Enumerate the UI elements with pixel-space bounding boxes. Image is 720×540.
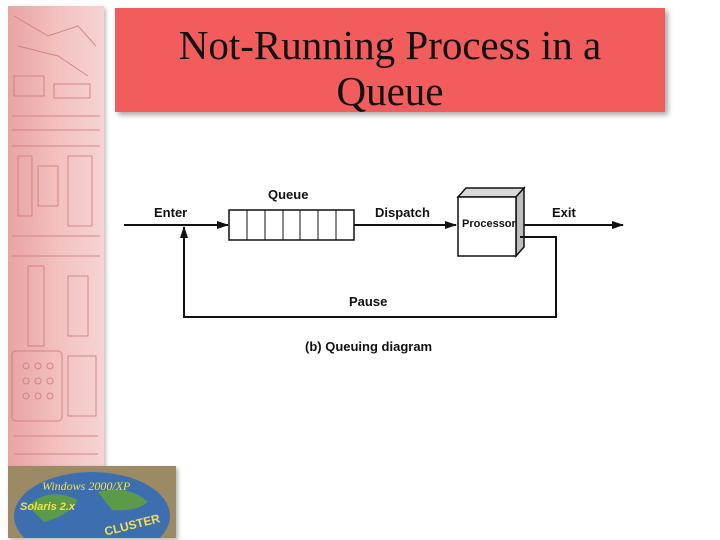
logo-text-solaris: Solaris 2.x — [20, 501, 76, 513]
cluster-logo: Windows 2000/XP Solaris 2.x CLUSTER — [8, 466, 176, 538]
processor-box — [456, 186, 526, 258]
exit-label: Exit — [552, 205, 577, 220]
queue-label: Queue — [268, 187, 308, 202]
enter-label: Enter — [154, 205, 187, 220]
globe-logo-image: Windows 2000/XP Solaris 2.x CLUSTER — [8, 466, 176, 538]
queue-box — [228, 209, 355, 241]
slide-title-line2: Queue — [336, 68, 444, 114]
slide-title-line1: Not-Running Process in a — [178, 22, 602, 68]
pause-loop-arrow — [180, 226, 557, 318]
decorative-sidebar — [8, 6, 104, 466]
diagram-caption: (b) Queuing diagram — [305, 339, 432, 354]
sidebar-artwork — [11, 15, 100, 455]
dispatch-label: Dispatch — [375, 205, 430, 220]
processor-label: Processor — [462, 218, 517, 230]
slide-title: Not-Running Process in a Queue — [115, 22, 665, 114]
pause-label: Pause — [349, 294, 387, 309]
slide-title-box: Not-Running Process in a Queue — [115, 8, 665, 114]
logo-text-windows: Windows 2000/XP — [42, 479, 131, 493]
